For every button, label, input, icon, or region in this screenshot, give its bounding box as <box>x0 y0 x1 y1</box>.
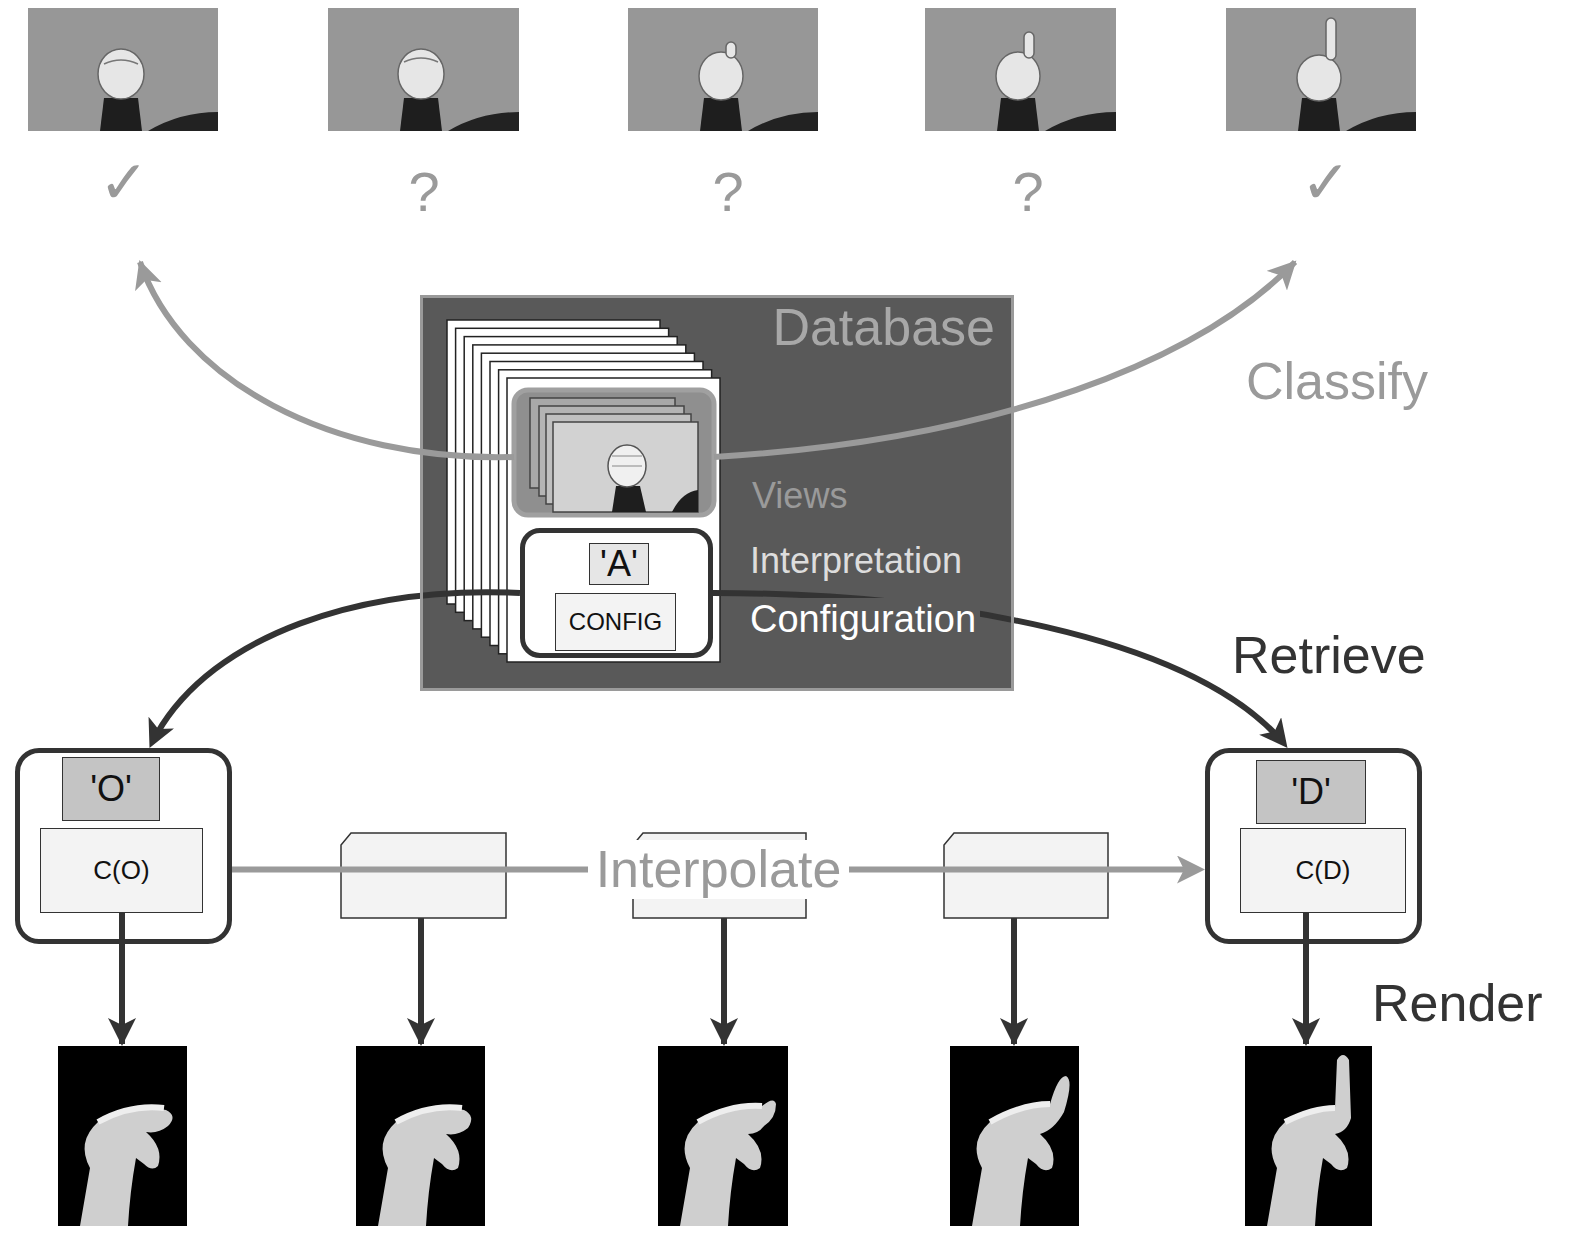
render-arrow <box>122 913 1306 1044</box>
record-stack <box>447 320 720 662</box>
part-label: Views <box>748 475 851 516</box>
part-label: Configuration <box>746 598 980 642</box>
views-stack <box>514 390 714 515</box>
input-frame <box>28 8 218 131</box>
config-record: 'A' CONFIG <box>520 528 713 658</box>
interpretation-tag: 'O' <box>62 757 160 821</box>
unknown-mark: ? <box>712 160 743 224</box>
input-frame <box>1226 8 1416 131</box>
check-mark: ✓ <box>1301 148 1351 217</box>
config-record: 'D'C(D) <box>1205 748 1422 944</box>
step-label: Retrieve <box>1232 626 1426 686</box>
config-card: CONFIG <box>555 593 676 651</box>
step-label: Classify <box>1246 352 1428 412</box>
rendered-hand <box>1245 1046 1372 1226</box>
interpretation-tag: 'D' <box>1256 760 1366 824</box>
classify-arrow <box>140 262 514 457</box>
unknown-mark: ? <box>408 160 439 224</box>
input-frame <box>628 8 818 131</box>
connector-arrow <box>713 593 1288 748</box>
config-card: C(O) <box>40 828 203 913</box>
check-mark: ✓ <box>99 148 149 217</box>
edge-label: Interpolate <box>588 840 850 900</box>
config-record: 'O' C(O) <box>15 748 232 944</box>
rendered-hand <box>658 1046 788 1226</box>
rendered-hand <box>950 1046 1079 1226</box>
unknown-mark: ? <box>1012 160 1043 224</box>
input-frame <box>925 8 1116 131</box>
interpolated-config <box>341 833 1108 918</box>
part-label: Interpretation <box>746 540 966 581</box>
connector-arrow <box>150 592 521 748</box>
database-panel: DatabaseViewsInterpretationConfiguration… <box>420 295 1014 691</box>
classify-arrow <box>714 262 1295 457</box>
interpretation-tag: 'A' <box>589 543 649 585</box>
database-fill <box>420 295 1014 691</box>
rendered-hand <box>58 1046 187 1226</box>
input-frame <box>328 8 519 131</box>
panel-title: Database <box>768 298 999 358</box>
step-label: Render <box>1372 974 1543 1034</box>
rendered-hand <box>356 1046 485 1226</box>
config-card: C(D) <box>1240 828 1406 913</box>
